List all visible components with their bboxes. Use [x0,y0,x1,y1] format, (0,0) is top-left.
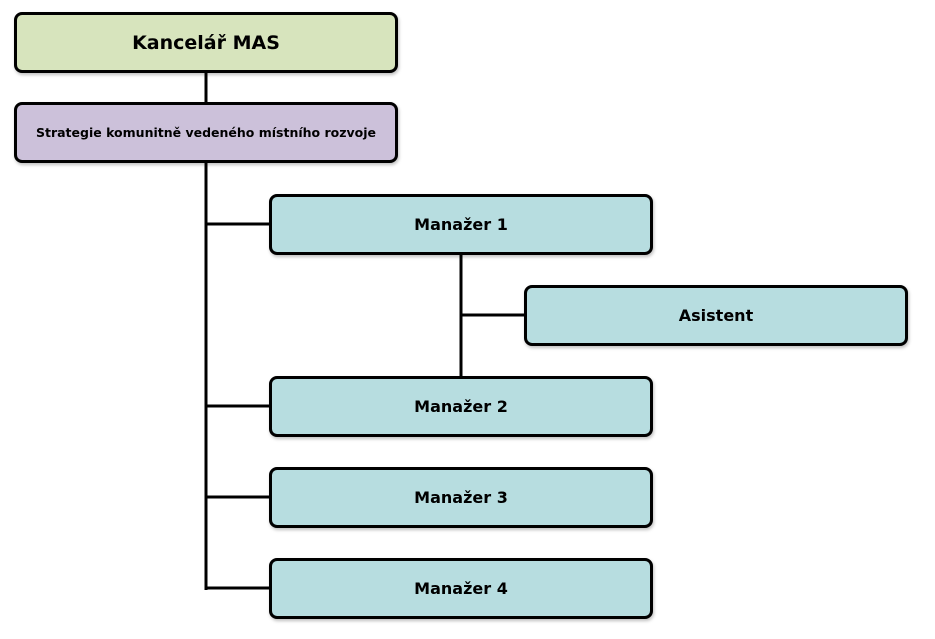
node-manager-2: Manažer 2 [269,376,653,437]
node-manager-4-label: Manažer 4 [414,579,508,598]
node-manager-1-label: Manažer 1 [414,215,508,234]
node-office: Kancelář MAS [14,12,398,73]
node-manager-4: Manažer 4 [269,558,653,619]
node-manager-2-label: Manažer 2 [414,397,508,416]
node-manager-3-label: Manažer 3 [414,488,508,507]
node-office-label: Kancelář MAS [132,31,280,54]
node-assistant: Asistent [524,285,908,346]
node-manager-1: Manažer 1 [269,194,653,255]
node-strategy-label: Strategie komunitně vedeného místního ro… [35,125,376,140]
node-strategy: Strategie komunitně vedeného místního ro… [14,102,398,163]
node-assistant-label: Asistent [678,306,754,325]
node-manager-3: Manažer 3 [269,467,653,528]
